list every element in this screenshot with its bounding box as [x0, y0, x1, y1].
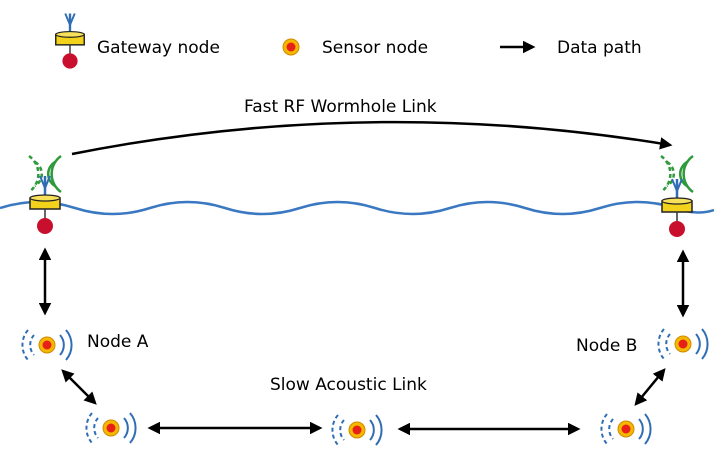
node-b-label: Node B [576, 336, 637, 356]
node-a-label: Node A [87, 332, 149, 352]
sensor-node-bottom-right-icon [600, 413, 652, 445]
legend-path-label: Data path [557, 38, 642, 58]
legend-gateway-icon [54, 12, 86, 70]
sensor-node-b-icon [657, 328, 709, 360]
rf-link-arrow [71, 120, 673, 156]
sensor-node-a-icon [21, 329, 73, 361]
gateway-left [27, 154, 63, 236]
legend-gateway-label: Gateway node [97, 38, 220, 58]
acoustic-link-label: Slow Acoustic Link [270, 375, 427, 395]
sensor-node-bottom-center-icon [331, 414, 383, 446]
legend-sensor-icon [282, 38, 300, 56]
sensor-node-bottom-left-icon [85, 412, 137, 444]
rf-link-label: Fast RF Wormhole Link [244, 97, 437, 117]
water-surface [0, 200, 714, 216]
legend: Gateway node Sensor node Data path [54, 12, 642, 70]
gateway-right [659, 154, 695, 239]
legend-sensor-label: Sensor node [322, 38, 428, 58]
link-bottom-right-node-b [634, 368, 666, 406]
link-node-a-bottom-left [61, 369, 97, 405]
